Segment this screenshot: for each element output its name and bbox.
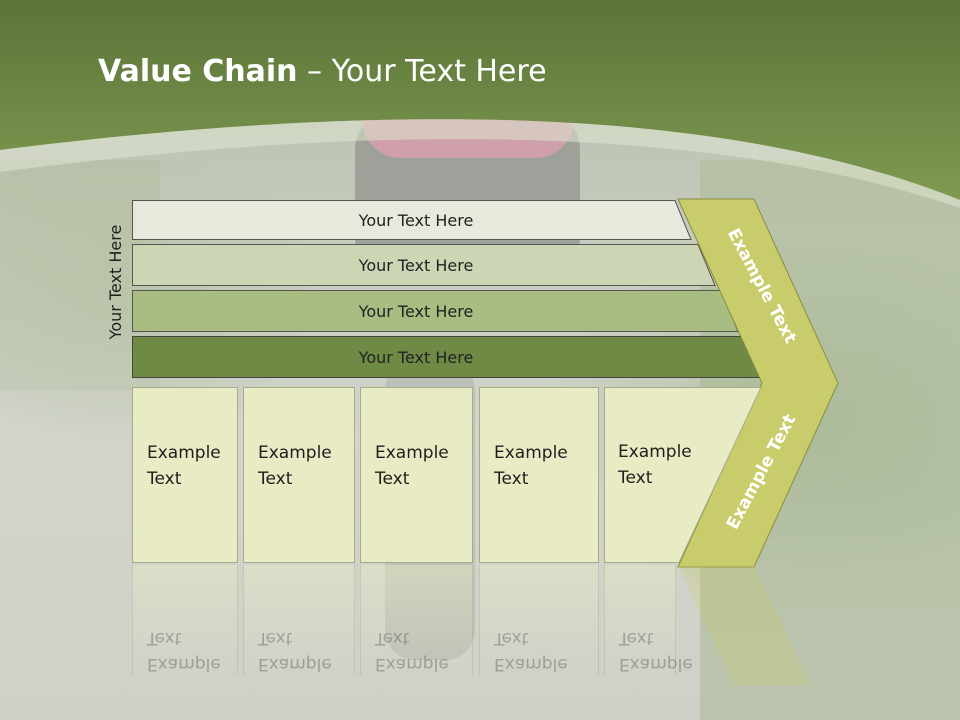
example-box-3[interactable]: Example Text [360, 387, 473, 563]
header-band [0, 0, 960, 210]
side-label[interactable]: Your Text Here [106, 224, 125, 340]
box-3-text: Example Text [375, 443, 449, 489]
box-2-reflection-text: Example Text [258, 628, 332, 674]
title-bold: Value Chain [98, 54, 298, 89]
bar-3-label: Your Text Here [358, 301, 474, 321]
box-4-reflection-text: Example Text [494, 628, 568, 674]
chevron-reflection [678, 565, 810, 685]
box-4-text: Example Text [494, 443, 568, 489]
example-box-2[interactable]: Example Text [243, 387, 355, 563]
bar-4-label: Your Text Here [358, 347, 474, 367]
box-3-reflection-text: Example Text [375, 628, 449, 674]
box-1-reflection-text: Example Text [147, 628, 221, 674]
bar-1[interactable]: Your Text Here [132, 200, 692, 240]
box-2-reflection: Example Text [243, 565, 355, 675]
bar-1-label: Your Text Here [358, 210, 474, 230]
chevron-arrow[interactable] [670, 195, 845, 575]
bar-4[interactable]: Your Text Here [132, 336, 764, 378]
box-5-reflection: Example Text [604, 565, 693, 675]
example-box-1[interactable]: Example Text [132, 387, 238, 563]
box-5-reflection-text: Example Text [619, 628, 693, 674]
slide-title[interactable]: Value Chain – Your Text Here [98, 54, 547, 89]
box-2-text: Example Text [258, 443, 332, 489]
box-1-reflection: Example Text [132, 565, 238, 675]
bar-2[interactable]: Your Text Here [132, 244, 716, 286]
title-rest: – Your Text Here [297, 54, 547, 89]
box-3-reflection: Example Text [360, 565, 473, 675]
bar-2-label: Your Text Here [358, 255, 474, 275]
box-4-reflection: Example Text [479, 565, 599, 675]
example-box-4[interactable]: Example Text [479, 387, 599, 563]
box-1-text: Example Text [147, 443, 221, 489]
box-5-text: Example Text [618, 442, 692, 488]
bar-3[interactable]: Your Text Here [132, 290, 739, 332]
